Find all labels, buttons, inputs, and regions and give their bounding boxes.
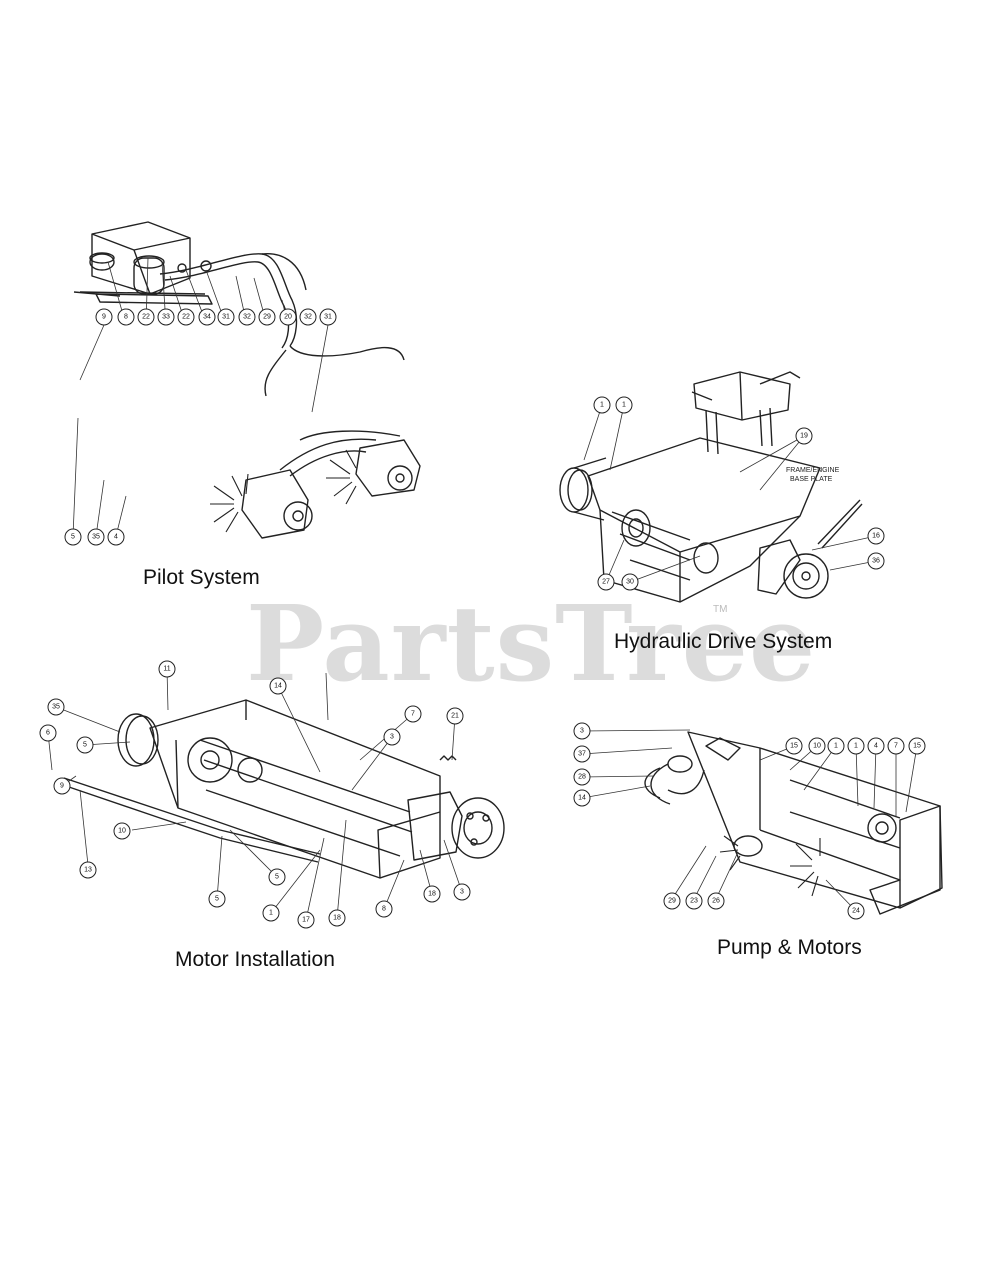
callout-hydraulic: 30 [626,579,634,586]
partstree-watermark: PartsTree [246,582,817,705]
callout-motor: 6 [46,730,50,737]
callout-hydraulic: 27 [602,579,610,586]
callout-pilot: 32 [304,314,312,321]
callout-motor: 18 [333,915,341,922]
callout-pump: 3 [580,728,584,735]
callout-pump: 37 [578,751,586,758]
callout-pilot: 5 [71,534,75,541]
hydraulic-drive-drawing [559,371,863,603]
callout-pump: 29 [668,898,676,905]
callout-motor: 10 [118,828,126,835]
callout-pilot: 9 [102,314,106,321]
callout-pump: 24 [852,908,860,915]
callout-motor: 5 [215,896,219,903]
callout-hydraulic: 1 [622,402,626,409]
callout-pilot: 22 [182,314,190,321]
callout-pilot: 31 [222,314,230,321]
callout-motor: 18 [428,891,436,898]
callout-hydraulic: 1 [600,402,604,409]
callout-pump: 10 [813,743,821,750]
callout-motor: 13 [84,867,92,874]
callout-motor: 5 [83,742,87,749]
callout-motor: 17 [302,917,310,924]
callout-pump: 7 [894,743,898,750]
callout-pilot: 31 [324,314,332,321]
callout-pump: 1 [834,743,838,750]
motor-installation-drawing [63,699,505,879]
callout-pilot: 29 [263,314,271,321]
frame-annotation-line2: BASE PLATE [790,476,833,483]
leader-lines [47,257,918,921]
trademark-mark: TM [713,604,728,615]
callout-motor: 14 [274,683,282,690]
callout-pump: 1 [854,743,858,750]
callout-pump: 14 [578,795,586,802]
callout-hydraulic: 36 [872,558,880,565]
callout-motor: 11 [163,666,170,673]
pilot-system-drawing [73,221,421,539]
callout-motor: 7 [411,711,415,718]
callout-pilot: 22 [142,314,150,321]
callout-hydraulic: 16 [872,533,880,540]
caption-pilot-system: Pilot System [143,566,260,589]
callout-pump: 15 [790,743,798,750]
callout-hydraulic: 19 [800,433,808,440]
caption-motor-installation: Motor Installation [175,948,335,971]
callout-motor: 35 [52,704,60,711]
pump-motors-drawing [644,731,943,915]
caption-hydraulic-drive-system: Hydraulic Drive System [614,630,833,653]
callout-pilot: 8 [124,314,128,321]
callout-motor: 5 [275,874,279,881]
callout-motor: 9 [60,783,64,790]
callout-pump: 23 [690,898,698,905]
callout-pump: 26 [712,898,720,905]
callout-pump: 4 [874,743,878,750]
callout-motor: 8 [382,906,386,913]
callout-motor: 21 [451,713,459,720]
callout-motor: 1 [269,910,273,917]
callout-pilot: 32 [243,314,251,321]
callout-pump: 15 [913,743,921,750]
callout-numbers: 9 8 22 33 22 34 31 32 29 20 32 31 5 35 4… [46,314,921,924]
frame-annotation-line1: FRAME/ENGINE [786,467,840,474]
callout-pump: 28 [578,774,586,781]
callout-pilot: 35 [92,534,100,541]
callout-circles [39,308,926,929]
callout-motor: 3 [460,889,464,896]
callout-pilot: 4 [114,534,118,541]
callout-motor: 3 [390,734,394,741]
caption-pump-motors: Pump & Motors [717,936,862,959]
callout-pilot: 20 [284,314,292,321]
callout-pilot: 33 [162,314,170,321]
callout-pilot: 34 [203,314,211,321]
